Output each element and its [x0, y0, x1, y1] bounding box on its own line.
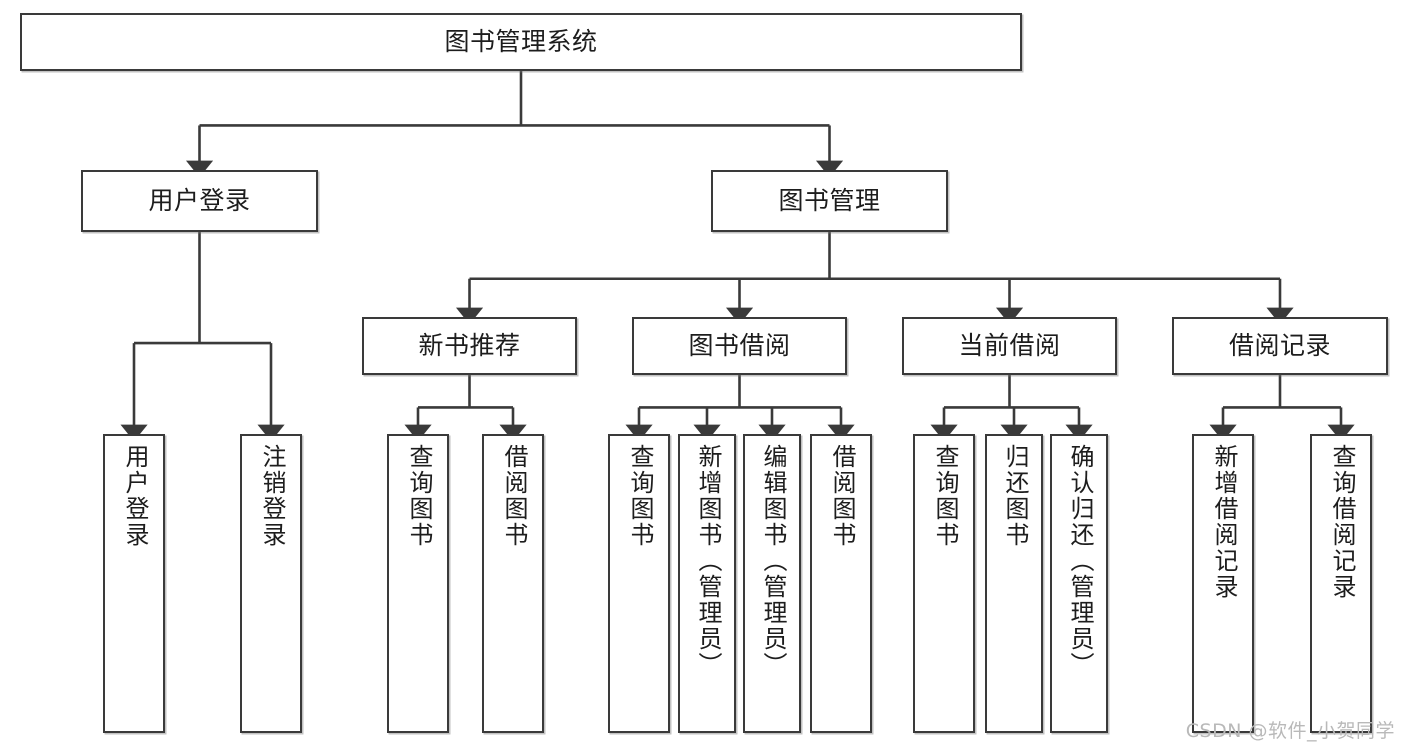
node-label: 新增图书（管理员） [693, 444, 722, 678]
node-book-manage[interactable]: 图书管理 [711, 170, 948, 232]
node-label: 借阅记录 [1228, 331, 1331, 360]
node-label: 借阅图书 [827, 444, 856, 548]
node-leaf-cb-confirm[interactable]: 确认归还（管理员） [1050, 434, 1108, 733]
node-current-borrow[interactable]: 当前借阅 [902, 317, 1117, 375]
node-leaf-rec-query[interactable]: 查询图书 [387, 434, 449, 733]
node-leaf-bb-add[interactable]: 新增图书（管理员） [678, 434, 736, 733]
node-borrow-record[interactable]: 借阅记录 [1172, 317, 1388, 375]
node-leaf-rec-borrow[interactable]: 借阅图书 [482, 434, 544, 733]
node-label: 确认归还（管理员） [1065, 444, 1094, 678]
node-leaf-br-query[interactable]: 查询借阅记录 [1310, 434, 1372, 733]
node-leaf-cb-return[interactable]: 归还图书 [985, 434, 1043, 733]
node-book-borrow[interactable]: 图书借阅 [632, 317, 847, 375]
watermark: CSDN @软件_小贺同学 [1185, 720, 1395, 742]
node-label: 用户登录 [120, 444, 149, 548]
node-label: 新书推荐 [418, 331, 521, 360]
node-leaf-bb-query[interactable]: 查询图书 [608, 434, 670, 733]
node-label: 借阅图书 [499, 444, 528, 548]
node-leaf-cb-query[interactable]: 查询图书 [913, 434, 975, 733]
node-label: 归还图书 [1000, 444, 1029, 548]
node-label: 当前借阅 [958, 331, 1061, 360]
node-new-book-rec[interactable]: 新书推荐 [362, 317, 577, 375]
node-leaf-bb-borrow[interactable]: 借阅图书 [810, 434, 872, 733]
node-label: 图书管理 [778, 186, 881, 215]
node-label: 查询图书 [404, 444, 433, 548]
node-label: 注销登录 [257, 444, 286, 548]
node-label: 图书借阅 [688, 331, 791, 360]
node-label: 查询图书 [930, 444, 959, 548]
node-leaf-bb-edit[interactable]: 编辑图书（管理员） [743, 434, 801, 733]
node-label: 用户登录 [148, 186, 251, 215]
node-leaf-user-login[interactable]: 用户登录 [103, 434, 165, 733]
node-label: 新增借阅记录 [1209, 444, 1238, 600]
node-label: 查询图书 [625, 444, 654, 548]
node-user-login[interactable]: 用户登录 [81, 170, 318, 232]
node-leaf-user-logout[interactable]: 注销登录 [240, 434, 302, 733]
node-root[interactable]: 图书管理系统 [20, 13, 1022, 71]
node-label: 查询借阅记录 [1327, 444, 1356, 600]
node-label: 编辑图书（管理员） [758, 444, 787, 678]
node-label: 图书管理系统 [444, 27, 598, 56]
node-leaf-br-add[interactable]: 新增借阅记录 [1192, 434, 1254, 733]
